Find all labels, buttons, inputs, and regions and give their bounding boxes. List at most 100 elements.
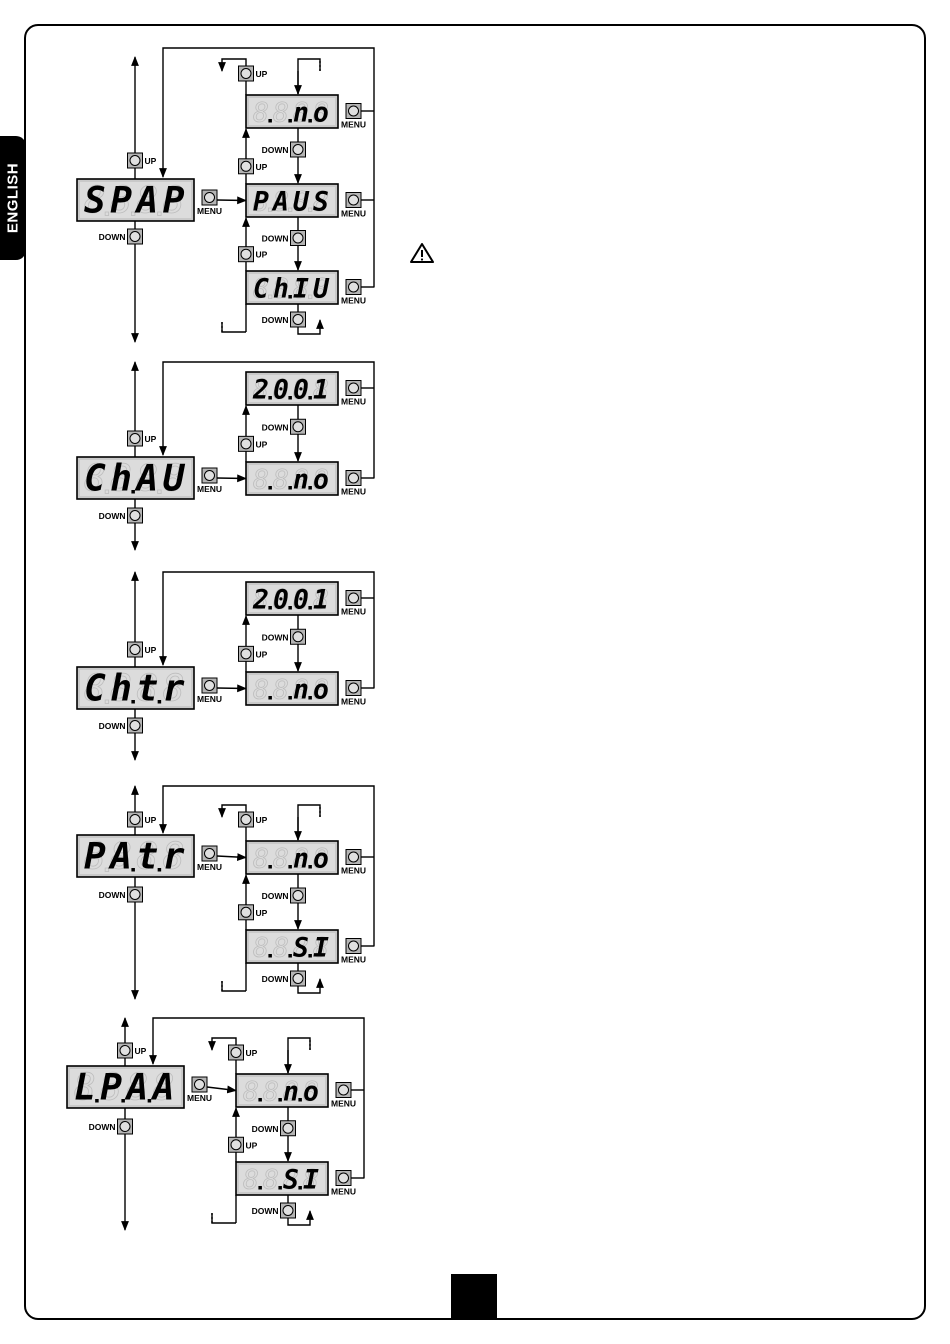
down-button[interactable]: DOWN <box>99 228 143 245</box>
menu-button[interactable]: MENU <box>341 680 366 707</box>
display-digit: h <box>110 457 132 500</box>
svg-text:8: 8 <box>110 179 132 222</box>
menu-button[interactable]: MENU <box>197 845 222 872</box>
menu-button[interactable]: MENU <box>341 192 366 219</box>
svg-text:8: 8 <box>283 1076 299 1107</box>
display-digit: n <box>293 97 309 128</box>
down-button[interactable]: DOWN <box>89 1118 133 1135</box>
down-button-label: DOWN <box>262 234 289 244</box>
page-number-block <box>451 1274 497 1320</box>
up-button[interactable]: UP <box>238 811 268 828</box>
svg-text:8: 8 <box>273 186 289 217</box>
down-button[interactable]: DOWN <box>262 418 306 435</box>
svg-text:8: 8 <box>136 667 158 710</box>
svg-text:8: 8 <box>293 674 309 705</box>
menu-button-label: MENU <box>341 955 366 965</box>
svg-text:8: 8 <box>273 97 289 128</box>
menu-button-label: MENU <box>331 1099 356 1109</box>
menu-button[interactable]: MENU <box>197 189 222 216</box>
display-digit: o <box>313 843 329 874</box>
up-button[interactable]: UP <box>117 1042 147 1059</box>
up-button[interactable]: UP <box>238 246 268 263</box>
svg-text:8: 8 <box>313 584 329 615</box>
svg-text:8: 8 <box>313 273 329 304</box>
menu-button[interactable]: MENU <box>341 103 366 130</box>
svg-text:8: 8 <box>110 667 132 710</box>
display-digit: 2 <box>252 584 269 615</box>
svg-text:8: 8 <box>253 273 269 304</box>
menu-button[interactable]: MENU <box>197 677 222 704</box>
up-button[interactable]: UP <box>127 152 157 169</box>
menu-button-label: MENU <box>197 206 222 216</box>
up-button[interactable]: UP <box>238 645 268 662</box>
svg-text:8: 8 <box>163 667 185 710</box>
svg-text:8: 8 <box>136 179 158 222</box>
menu-button[interactable]: MENU <box>341 279 366 306</box>
up-button[interactable]: UP <box>238 158 268 175</box>
display-digit: A <box>151 1066 175 1109</box>
svg-text:8: 8 <box>74 1066 96 1109</box>
down-button[interactable]: DOWN <box>262 887 306 904</box>
up-button-label: UP <box>145 156 157 166</box>
menu-button[interactable]: MENU <box>331 1170 356 1197</box>
display-digit: o <box>313 674 329 705</box>
up-button[interactable]: UP <box>127 430 157 447</box>
down-button[interactable]: DOWN <box>262 230 306 246</box>
menu-button[interactable]: MENU <box>341 849 366 876</box>
menu-button[interactable]: MENU <box>341 938 366 965</box>
up-button[interactable]: UP <box>238 435 268 452</box>
menu-button[interactable]: MENU <box>341 470 366 497</box>
down-button[interactable]: DOWN <box>99 717 143 734</box>
language-tab: ENGLISH <box>0 136 26 260</box>
down-button[interactable]: DOWN <box>252 1202 296 1219</box>
svg-text:8: 8 <box>313 843 329 874</box>
display-digit: I <box>293 273 309 304</box>
up-button[interactable]: UP <box>127 811 157 828</box>
down-button[interactable]: DOWN <box>262 970 306 987</box>
down-button[interactable]: DOWN <box>99 507 143 524</box>
display-digit: 0 <box>293 374 309 405</box>
svg-text:8: 8 <box>303 1164 319 1195</box>
svg-text:8: 8 <box>243 1076 259 1107</box>
display-digit: n <box>283 1076 299 1107</box>
menu-button[interactable]: MENU <box>341 590 366 617</box>
up-button-label: UP <box>145 645 157 655</box>
down-button-label: DOWN <box>262 891 289 901</box>
up-button[interactable]: UP <box>228 1136 258 1153</box>
up-button[interactable]: UP <box>127 641 157 658</box>
up-button[interactable]: UP <box>238 904 268 921</box>
menu-button[interactable]: MENU <box>331 1082 356 1109</box>
menu-button[interactable]: MENU <box>341 380 366 407</box>
down-button[interactable]: DOWN <box>262 311 306 328</box>
svg-text:8: 8 <box>293 584 309 615</box>
menu-button[interactable]: MENU <box>187 1076 212 1103</box>
down-button[interactable]: DOWN <box>262 141 306 158</box>
down-button[interactable]: DOWN <box>99 886 143 903</box>
svg-text:8: 8 <box>253 674 269 705</box>
display-digit: 0 <box>273 584 289 615</box>
display-digit: o <box>313 464 329 495</box>
down-button[interactable]: DOWN <box>252 1120 296 1137</box>
down-button[interactable]: DOWN <box>262 628 306 645</box>
menu-button-label: MENU <box>341 487 366 497</box>
up-button[interactable]: UP <box>228 1044 258 1061</box>
display-digit: S <box>293 932 309 963</box>
display-digit: P <box>84 835 106 878</box>
svg-text:8: 8 <box>253 843 269 874</box>
down-button-label: DOWN <box>262 632 289 642</box>
display-digit: t <box>136 667 158 710</box>
svg-text:8: 8 <box>253 186 269 217</box>
menu-button-label: MENU <box>187 1093 212 1103</box>
up-button[interactable]: UP <box>238 65 268 82</box>
menu-button[interactable]: MENU <box>197 467 222 494</box>
display-digit: S <box>313 186 329 217</box>
